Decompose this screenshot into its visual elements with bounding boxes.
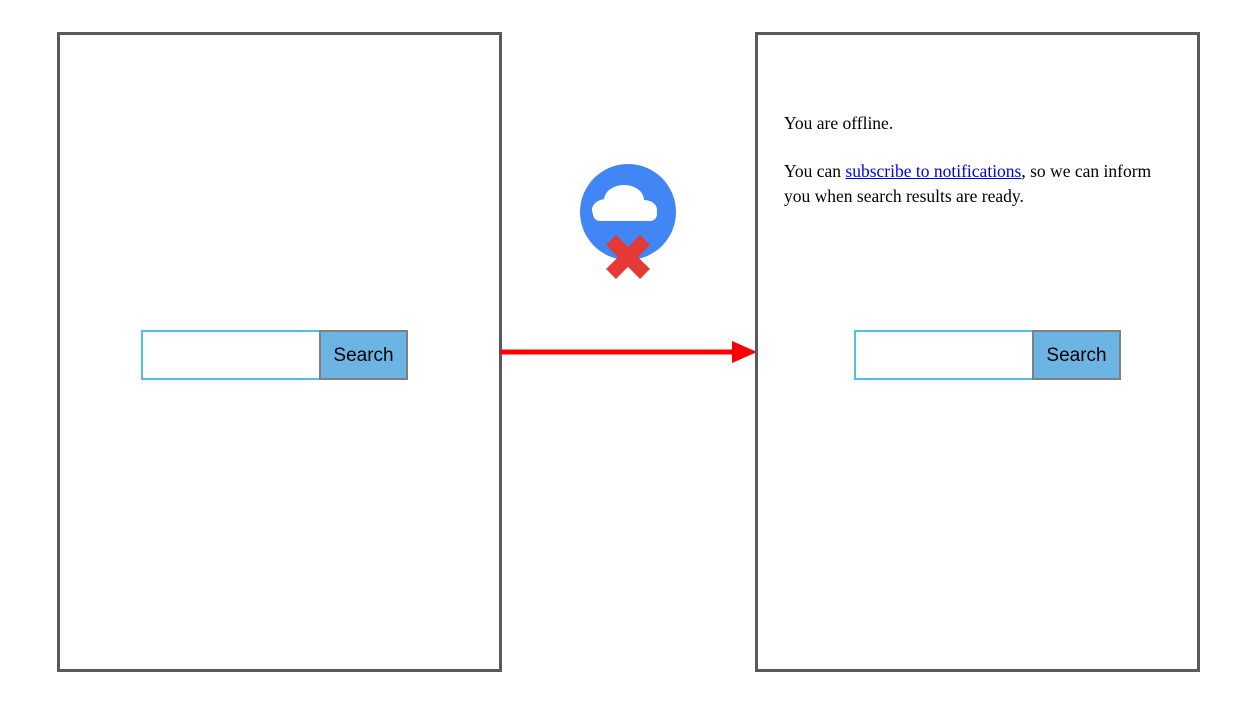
search-input-after[interactable] <box>854 330 1032 380</box>
arrow-right-icon <box>498 334 760 370</box>
search-button-after[interactable]: Search <box>1032 330 1121 380</box>
search-input-before[interactable] <box>141 330 319 380</box>
offline-subscribe-text-suffix: , so we can inform you when search resul… <box>784 161 1152 206</box>
panel-after: You are offline. You can subscribe to no… <box>755 32 1200 672</box>
offline-message: You are offline. You can subscribe to no… <box>784 111 1170 209</box>
subscribe-to-notifications-link[interactable]: subscribe to notifications <box>845 161 1022 181</box>
offline-subscribe-text-prefix: You can <box>784 161 846 181</box>
panel-before: Search <box>57 32 502 672</box>
search-widget-before: Search <box>141 330 408 380</box>
cloud-icon-body <box>592 185 657 221</box>
cloud-offline-icon <box>576 160 680 280</box>
offline-status-text: You are offline. <box>784 113 894 133</box>
search-widget-after: Search <box>854 330 1121 380</box>
search-button-before[interactable]: Search <box>319 330 408 380</box>
cloud-icon-cross <box>606 235 650 279</box>
offline-subscribe-text: You can subscribe to notifications, so w… <box>784 159 1170 209</box>
